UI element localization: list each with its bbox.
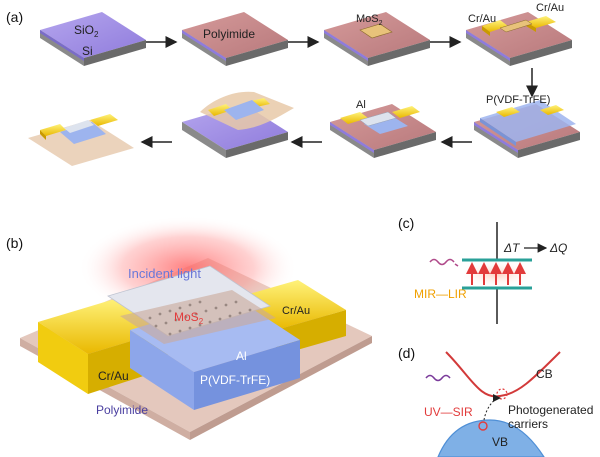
step2-polyimide: Polyimide	[182, 12, 288, 66]
mos2-label: MoS2	[174, 310, 204, 326]
step1-wafer: SiO2 Si	[40, 12, 146, 66]
pvdf-label: P(VDF-TrFE)	[200, 373, 270, 387]
carriers-label-line2: carriers	[508, 417, 548, 431]
delta-t-label: ΔT	[503, 241, 521, 255]
step4-right-label: Cr/Au	[536, 2, 564, 14]
cb-label: CB	[536, 367, 553, 381]
panel-b-device: Incident light MoS2 Cr/Au Cr/Au Al P(VDF…	[20, 216, 372, 440]
panel-d-bands: CB VB UV—SIR Photogenerated carriers	[424, 351, 593, 457]
step1-bottom-label: Si	[82, 44, 93, 58]
right-electrode-label: Cr/Au	[282, 305, 310, 317]
step6-al: Al	[330, 99, 436, 158]
step6-label: Al	[356, 99, 366, 111]
polarization-arrows	[466, 262, 526, 285]
step4-left-label: Cr/Au	[468, 13, 496, 25]
uv-sir-label: UV—SIR	[424, 405, 473, 419]
panel-c-capacitor: ΔT ΔQ MIR—LIR	[414, 222, 567, 324]
vb-label: VB	[492, 435, 508, 449]
step1-top-label: SiO2	[74, 23, 99, 39]
panel-d-label: (d)	[398, 345, 415, 361]
valence-band	[437, 419, 545, 457]
carriers-label-line1: Photogenerated	[508, 403, 593, 417]
step4-electrodes: Cr/Au Cr/Au	[466, 2, 572, 66]
step5-pvdf: P(VDF-TrFE)	[474, 94, 580, 158]
panel-c-label: (c)	[398, 215, 414, 231]
mir-lir-label: MIR—LIR	[414, 287, 467, 301]
mir-wave	[429, 258, 455, 266]
step2-label: Polyimide	[203, 27, 255, 41]
al-label: Al	[236, 349, 247, 363]
uv-wave	[425, 374, 451, 382]
panel-b-label: (b)	[6, 235, 23, 251]
left-electrode-label: Cr/Au	[98, 369, 129, 383]
polyimide-label: Polyimide	[96, 403, 148, 417]
step7-peel	[182, 91, 294, 158]
step5-label: P(VDF-TrFE)	[486, 94, 550, 106]
step8-flexible-device	[28, 114, 134, 166]
incident-light-label: Incident light	[128, 266, 201, 281]
step3-label: MoS2	[356, 13, 383, 27]
panel-a-label: (a)	[6, 9, 23, 25]
delta-q-label: ΔQ	[549, 241, 567, 255]
step3-mos2: MoS2	[324, 12, 430, 66]
